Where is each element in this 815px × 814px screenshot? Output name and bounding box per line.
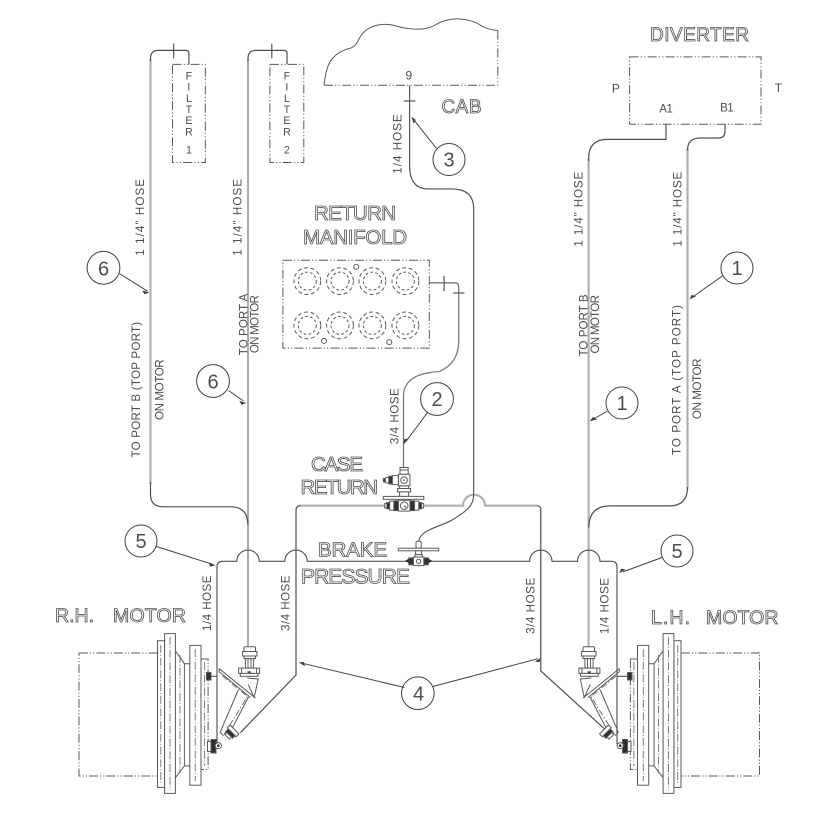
svg-text:T: T	[775, 81, 783, 95]
svg-text:RETURN: RETURN	[301, 476, 379, 499]
svg-text:1/4 HOSE: 1/4 HOSE	[201, 575, 214, 631]
svg-text:MOTOR: MOTOR	[706, 607, 779, 629]
svg-text:R.H.: R.H.	[55, 605, 94, 627]
svg-text:ON MOTOR: ON MOTOR	[589, 295, 602, 354]
svg-text:1: 1	[186, 145, 192, 157]
svg-text:I: I	[187, 82, 190, 94]
svg-text:TO PORT B (TOP PORT): TO PORT B (TOP PORT)	[130, 322, 143, 458]
svg-text:A1: A1	[659, 103, 672, 115]
svg-text:1 1/4" HOSE: 1 1/4" HOSE	[134, 179, 147, 256]
svg-text:R: R	[283, 126, 291, 138]
svg-text:BRAKE: BRAKE	[318, 539, 387, 562]
svg-text:6: 6	[98, 258, 109, 280]
svg-text:CAB: CAB	[442, 97, 482, 118]
svg-text:3: 3	[443, 150, 454, 172]
svg-text:F: F	[284, 70, 291, 82]
svg-text:L: L	[284, 93, 290, 105]
svg-text:6: 6	[207, 372, 218, 394]
svg-text:2: 2	[284, 145, 290, 157]
svg-text:ON MOTOR: ON MOTOR	[691, 359, 704, 420]
svg-text:T: T	[186, 104, 193, 116]
svg-text:E: E	[185, 115, 192, 127]
svg-text:B1: B1	[720, 103, 733, 115]
svg-text:L: L	[186, 93, 192, 105]
svg-text:1: 1	[616, 393, 627, 415]
svg-text:1/4 HOSE: 1/4 HOSE	[391, 114, 404, 174]
svg-text:1 1/4" HOSE: 1 1/4" HOSE	[572, 172, 585, 247]
svg-text:ON MOTOR: ON MOTOR	[154, 359, 167, 420]
svg-text:TO PORT A (TOP PORT): TO PORT A (TOP PORT)	[670, 305, 683, 455]
svg-text:R: R	[185, 126, 193, 138]
svg-text:3/4 HOSE: 3/4 HOSE	[279, 575, 292, 631]
svg-text:1 1/4" HOSE: 1 1/4" HOSE	[671, 172, 684, 247]
svg-text:I: I	[285, 82, 288, 94]
svg-text:RETURN: RETURN	[314, 202, 396, 225]
svg-text:CASE: CASE	[311, 453, 363, 476]
svg-text:L.H.: L.H.	[651, 607, 690, 629]
svg-text:E: E	[283, 115, 290, 127]
svg-text:ON MOTOR: ON MOTOR	[248, 295, 261, 353]
svg-text:5: 5	[671, 541, 682, 563]
svg-text:3/4 HOSE: 3/4 HOSE	[524, 578, 537, 634]
svg-text:1: 1	[731, 258, 742, 280]
svg-text:F: F	[186, 70, 193, 82]
svg-text:DIVERTER: DIVERTER	[650, 25, 749, 46]
svg-text:3/4 HOSE: 3/4 HOSE	[388, 388, 401, 444]
svg-text:PRESSURE: PRESSURE	[301, 566, 410, 589]
svg-text:1 1/4" HOSE: 1 1/4" HOSE	[231, 179, 244, 256]
svg-text:T: T	[284, 104, 291, 116]
svg-text:9: 9	[406, 69, 413, 83]
svg-text:1/4 HOSE: 1/4 HOSE	[598, 578, 611, 634]
svg-text:P: P	[612, 82, 620, 96]
svg-text:TO PORT B: TO PORT B	[577, 294, 590, 356]
svg-text:4: 4	[413, 684, 424, 706]
svg-text:5: 5	[135, 531, 146, 553]
svg-text:TO PORT A: TO PORT A	[237, 293, 250, 355]
svg-text:MANIFOLD: MANIFOLD	[303, 226, 407, 249]
svg-text:MOTOR: MOTOR	[113, 605, 186, 627]
svg-text:2: 2	[431, 389, 442, 411]
